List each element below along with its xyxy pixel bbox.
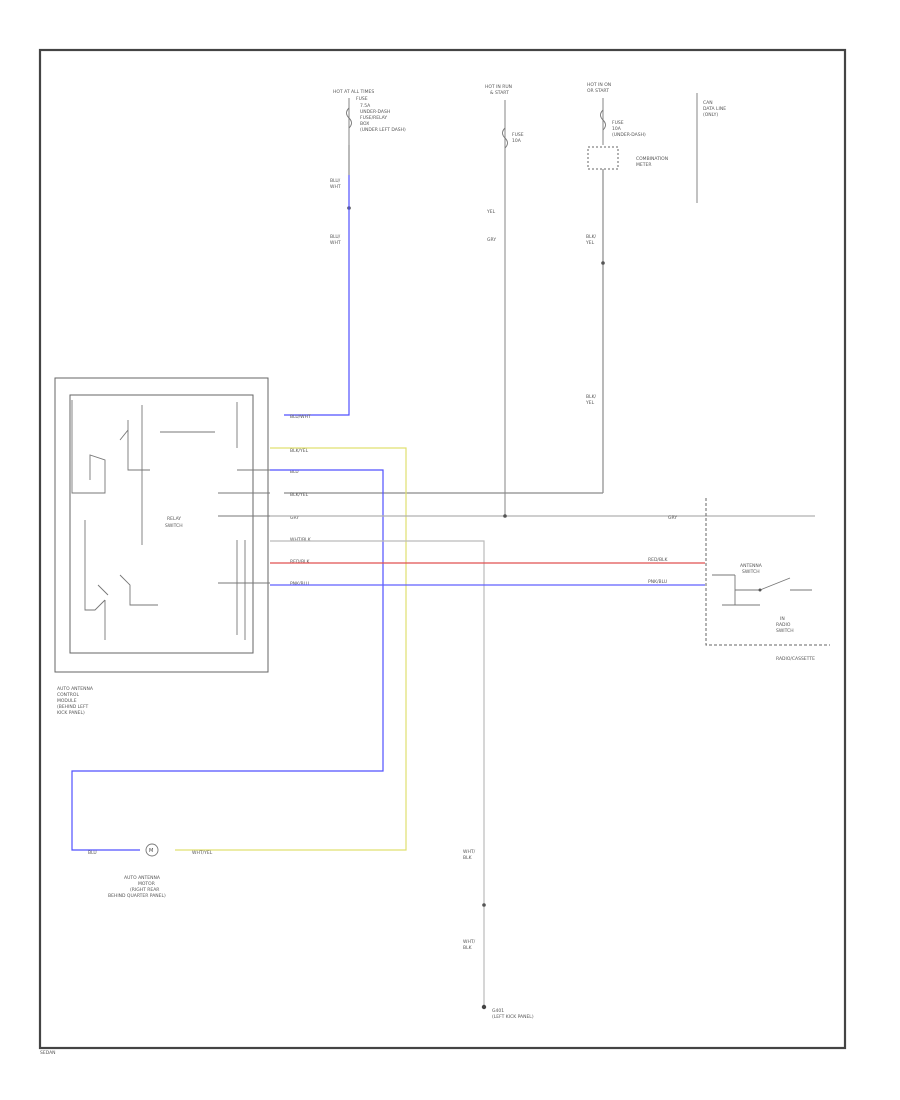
label-relay-1: RELAY xyxy=(167,516,181,522)
label-combo-1: COMBINATION xyxy=(636,156,668,162)
label-fuse-r-3: (UNDER-DASH) xyxy=(612,132,646,138)
label-far-r-1: CAN xyxy=(703,100,713,106)
pin-label-1: BLU/WHT xyxy=(290,414,311,420)
control-module-outer xyxy=(54,377,269,673)
pin-label-6: WHT/BLK xyxy=(290,537,312,543)
splice-dot-gry xyxy=(503,514,507,518)
label-ground-1: G401 xyxy=(492,1008,504,1014)
label-wire-top1-c: BLU/ xyxy=(330,234,341,240)
label-ground-2: (LEFT KICK PANEL) xyxy=(492,1014,534,1020)
label-wire-r-a: BLK/ xyxy=(586,234,597,240)
label-fuse-r-1: FUSE xyxy=(612,120,624,126)
label-sw-2: SWITCH xyxy=(742,569,760,575)
label-hot-in-run-2: & START xyxy=(490,90,509,96)
antenna-switch-symbol xyxy=(712,574,812,606)
label-hot-at-all-times: HOT AT ALL TIMES xyxy=(333,89,374,95)
pin-label-7: RED/BLK xyxy=(290,559,311,565)
label-hot-in-on-2: OR START xyxy=(587,88,609,94)
label-sw-1: ANTENNA xyxy=(740,563,763,569)
switch-contact-dot xyxy=(758,588,762,592)
label-fuse-mid-1: FUSE xyxy=(512,132,524,138)
fuse-right-symbol xyxy=(600,109,606,131)
label-wire-mid-a: YEL xyxy=(486,209,496,215)
label-combo-2: METER xyxy=(636,162,651,168)
splice-dot-right xyxy=(601,261,605,265)
fuse-top-left-symbol xyxy=(346,107,352,129)
label-right-red: RED/BLK xyxy=(648,557,669,563)
label-ground-wire-b: BLK xyxy=(463,855,473,861)
label-right-gry: GRY xyxy=(668,515,677,521)
wire-wht-blk xyxy=(270,540,485,1005)
label-module-2: CONTROL xyxy=(57,692,79,698)
relay-coil-upper xyxy=(71,400,106,494)
footer-label: SEDAN xyxy=(40,1050,56,1056)
diagram-frame xyxy=(38,48,847,1050)
label-hot-in-run-1: HOT IN RUN xyxy=(485,84,512,90)
combination-meter-box xyxy=(587,146,619,170)
label-relay-2: SWITCH xyxy=(165,523,183,529)
label-ground-wire-c: WHT/ xyxy=(463,939,476,945)
fuse-mid-symbol xyxy=(502,127,508,149)
relay-coil-lower xyxy=(84,520,109,611)
label-wire-mid-b: GRY xyxy=(487,237,496,243)
relay-contact-lower xyxy=(119,574,158,606)
label-module-3: MODULE xyxy=(57,698,77,704)
wire-blu-wht xyxy=(284,175,350,416)
label-fuse-top-6: (UNDER LEFT DASH) xyxy=(360,127,406,133)
wire-blue-motor xyxy=(71,469,384,851)
label-wire-r-b: YEL xyxy=(585,240,595,246)
label-fuse-top-3: UNDER-DASH xyxy=(360,109,390,115)
ground-point xyxy=(481,1004,487,1010)
antenna-motor-symbol xyxy=(145,843,159,857)
label-motor-1: AUTO ANTENNA xyxy=(124,875,161,881)
pin-label-5: GRY xyxy=(290,515,299,521)
label-motor-3: (RIGHT REAR xyxy=(130,887,159,893)
splice-dot-ground xyxy=(482,903,486,907)
label-motor-right-wire: WHT/YEL xyxy=(192,850,213,856)
pin-label-4: BLK/YEL xyxy=(290,492,309,498)
label-hot-in-on-1: HOT IN ON xyxy=(587,82,611,88)
label-module-1: AUTO ANTENNA xyxy=(57,686,94,692)
label-motor-4: BEHIND QUARTER PANEL) xyxy=(108,893,166,899)
label-sw-5: SWITCH xyxy=(776,628,794,634)
label-fuse-top-2: 7.5A xyxy=(360,103,371,109)
label-wire-top1-b: WHT xyxy=(330,184,341,190)
label-wire-top1-d: WHT xyxy=(330,240,341,246)
label-ground-wire-d: BLK xyxy=(463,945,473,951)
pin-label-8: PNK/BLU xyxy=(290,581,309,587)
relay-contact-upper xyxy=(119,420,150,471)
radio-assembly-outline xyxy=(705,498,830,646)
label-sw-4: RADIO xyxy=(776,622,791,628)
label-fuse-top-1: FUSE xyxy=(356,96,368,102)
label-module-4: (BEHIND LEFT xyxy=(57,704,89,710)
label-far-r-2: DATA LINE xyxy=(703,106,726,112)
label-wire-r-c: BLK/ xyxy=(586,394,597,400)
label-fuse-top-4: FUSE/RELAY xyxy=(360,115,387,121)
label-module-5: KICK PANEL) xyxy=(57,710,85,716)
label-fuse-top-5: BOX xyxy=(360,121,369,127)
pin-label-3: BLU xyxy=(290,469,299,475)
label-wire-top1-a: BLU/ xyxy=(330,178,341,184)
label-far-r-3: (ONLY) xyxy=(703,112,718,118)
label-motor-2: MOTOR xyxy=(138,881,155,887)
label-fuse-mid-2: 10A xyxy=(512,138,522,144)
control-module-inner xyxy=(69,394,254,654)
label-motor-left-wire: BLU xyxy=(88,850,97,856)
label-wire-r-d: YEL xyxy=(585,400,595,406)
pin-label-2: BLK/YEL xyxy=(290,448,309,454)
motor-m-glyph: M xyxy=(149,848,153,854)
label-fuse-r-2: 10A xyxy=(612,126,622,132)
wire-yellow-motor xyxy=(175,447,407,851)
label-sw-3: IN xyxy=(780,616,785,622)
label-ground-wire-a: WHT/ xyxy=(463,849,476,855)
label-right-pnk: PNK/BLU xyxy=(648,579,667,585)
label-radio-assy: RADIO/CASSETTE xyxy=(776,656,815,662)
